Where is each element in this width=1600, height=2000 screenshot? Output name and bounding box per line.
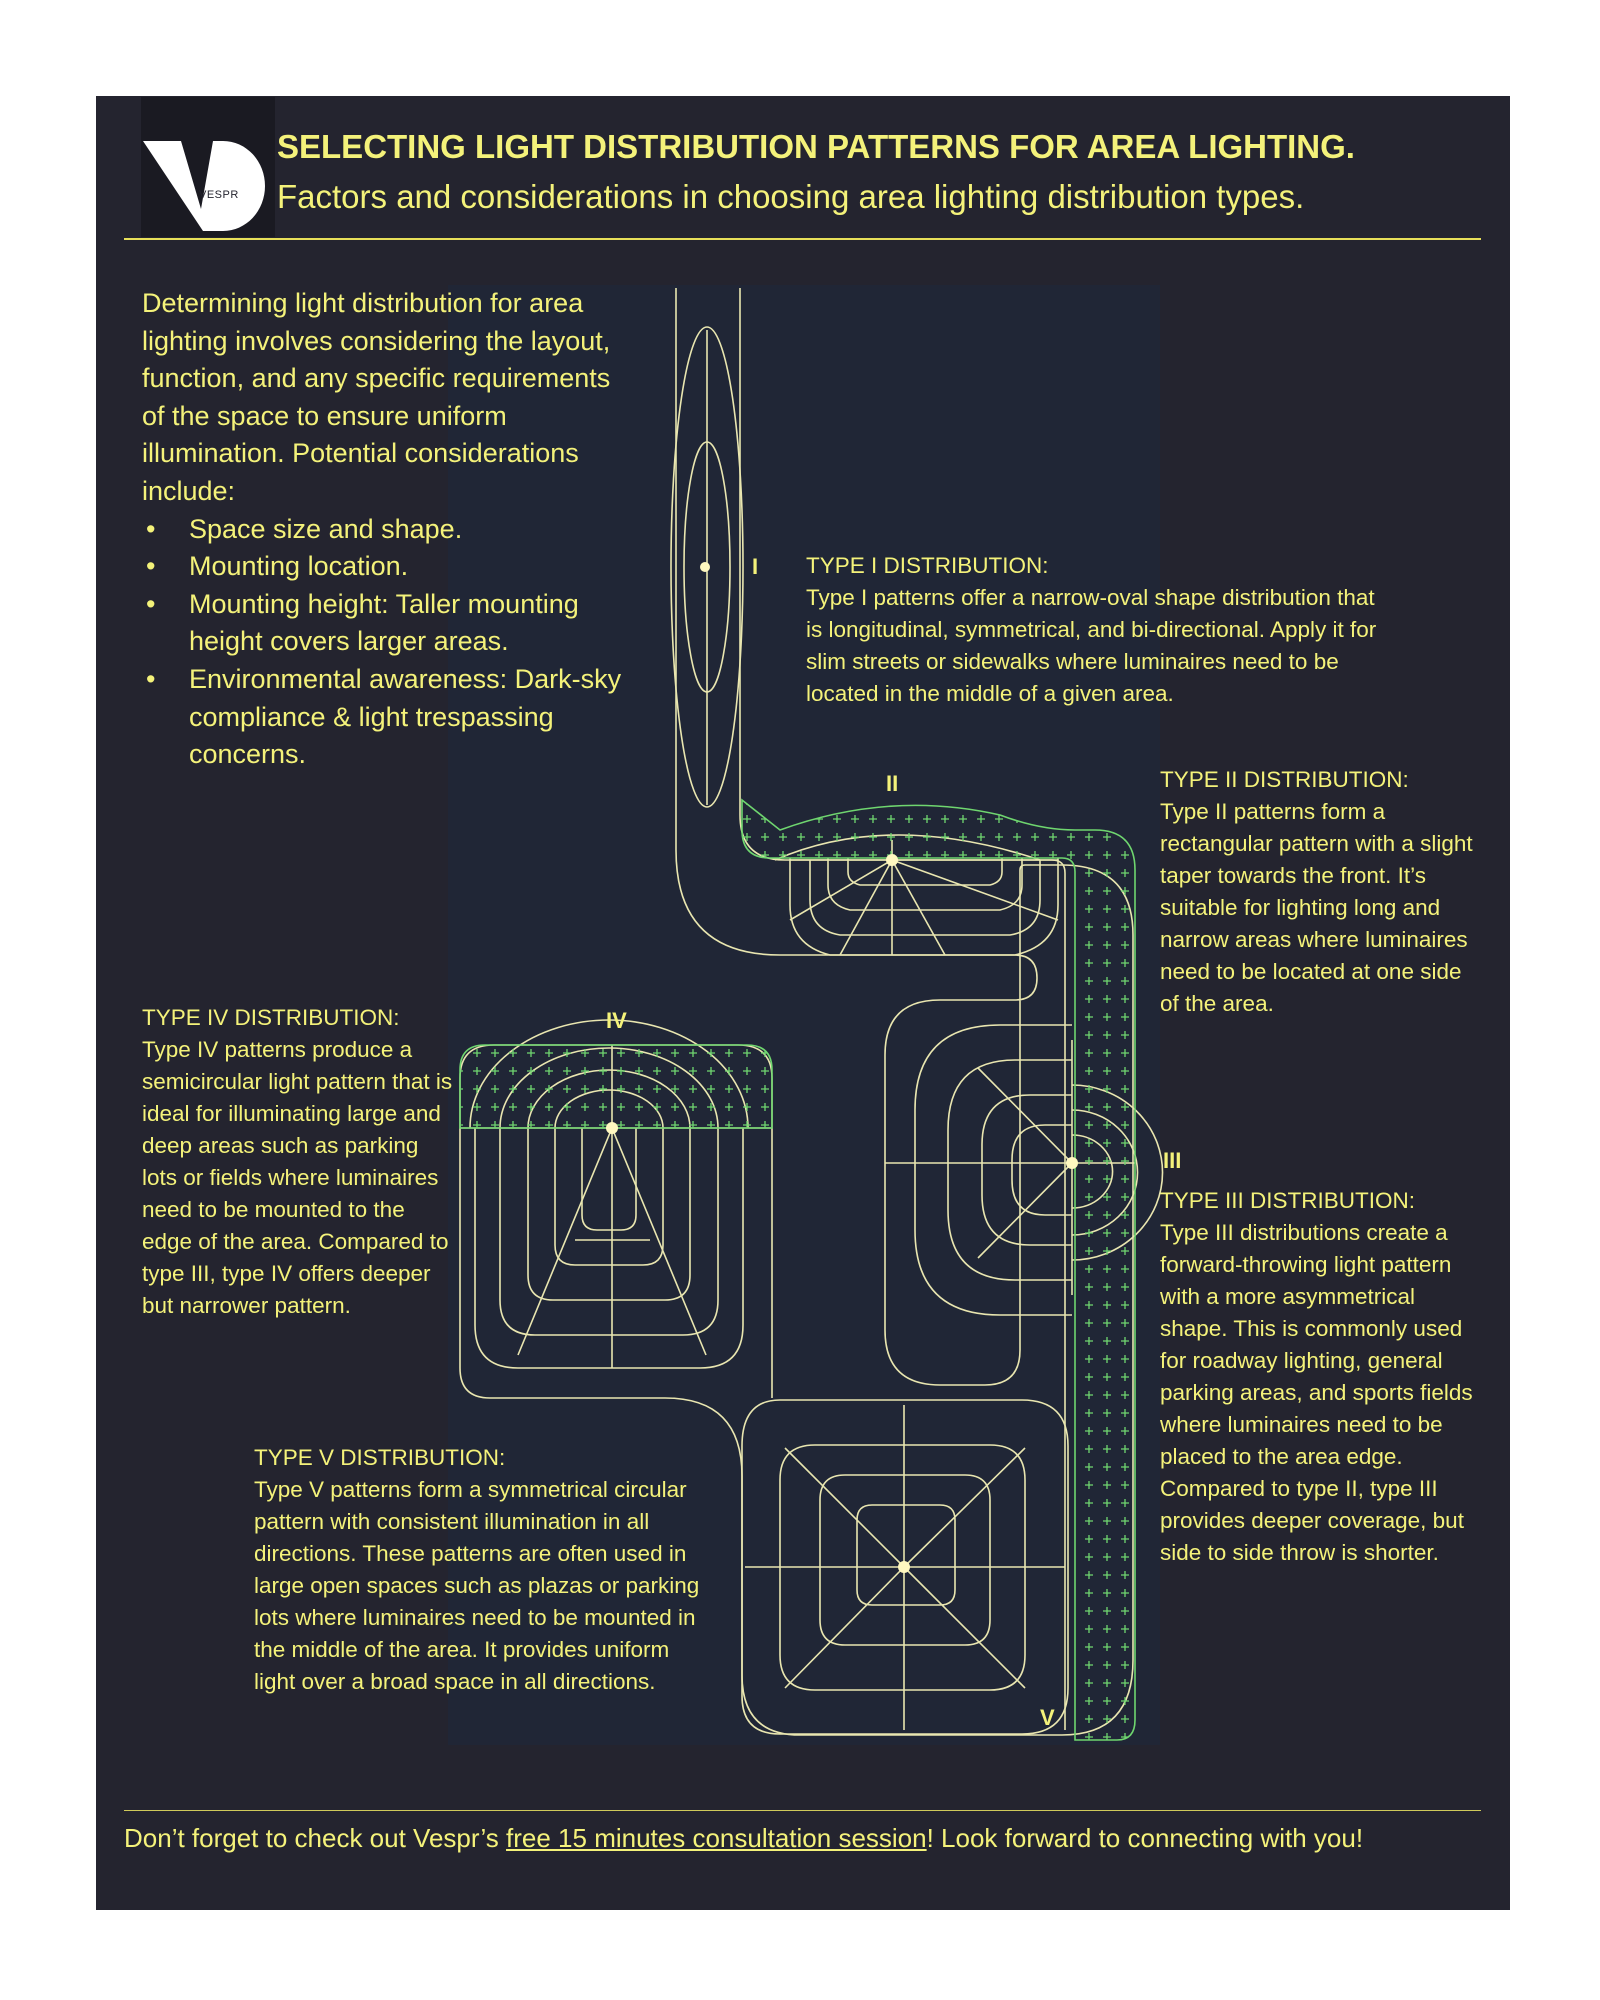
type4-spill-zone (459, 1044, 773, 1129)
type2-type3-spill-zone (741, 798, 1136, 1741)
footer-text-before: Don’t forget to check out Vespr’s (124, 1823, 507, 1853)
footer-text-after: ! Look forward to connecting with you! (926, 1823, 1364, 1853)
type1-label: I (752, 554, 759, 579)
type2-description: TYPE II DISTRIBUTION: Type II patterns f… (1160, 764, 1475, 1020)
type2-luminaire (886, 854, 898, 866)
vespr-logo: VESPR (141, 97, 275, 237)
header-divider (124, 238, 1481, 240)
type3-description: TYPE III DISTRIBUTION: Type III distribu… (1160, 1185, 1475, 1569)
type4-heading: TYPE IV DISTRIBUTION: (142, 1005, 400, 1030)
page-subtitle: Factors and considerations in choosing a… (277, 178, 1305, 215)
type5-luminaire (898, 1561, 910, 1573)
type2-label: II (886, 771, 899, 796)
type2-body: Type II patterns form a rectangular patt… (1160, 799, 1473, 1016)
type1-description: TYPE I DISTRIBUTION: Type I patterns off… (806, 550, 1396, 710)
type1-luminaire (700, 562, 710, 572)
list-item: •Mounting location. (146, 551, 409, 582)
intro-section: Determining light distribution for area … (142, 285, 622, 774)
type3-heading: TYPE III DISTRIBUTION: (1160, 1188, 1416, 1213)
diagram-panel (448, 285, 1160, 1745)
type1-heading: TYPE I DISTRIBUTION: (806, 553, 1049, 578)
type3-body: Type III distributions create a forward-… (1160, 1220, 1473, 1565)
type2-heading: TYPE II DISTRIBUTION: (1160, 767, 1409, 792)
footer: Don’t forget to check out Vespr’s free 1… (124, 1823, 1363, 1854)
type5-label: V (1040, 1705, 1055, 1730)
footer-divider (124, 1810, 1481, 1811)
type1-body: Type I patterns offer a narrow-oval shap… (806, 585, 1377, 706)
type1-oval-outer (670, 326, 744, 808)
consultation-link[interactable]: free 15 minutes consultation session (506, 1823, 927, 1853)
vespr-logo-mark (143, 141, 265, 231)
type5-body: Type V patterns form a symmetrical circu… (254, 1477, 700, 1694)
list-item: •Space size and shape. (146, 513, 463, 544)
type3-luminaire (1066, 1157, 1078, 1169)
considerations-list: •Space size and shape. •Mounting locatio… (142, 511, 622, 774)
type5-description: TYPE V DISTRIBUTION: Type V patterns for… (254, 1442, 714, 1698)
intro-paragraph: Determining light distribution for area … (142, 288, 611, 506)
type4-label: IV (606, 1008, 627, 1033)
type5-heading: TYPE V DISTRIBUTION: (254, 1445, 506, 1470)
type4-description: TYPE IV DISTRIBUTION: Type IV patterns p… (142, 1002, 457, 1322)
type4-body: Type IV patterns produce a semicircular … (142, 1037, 453, 1318)
list-item: •Environmental awareness: Dark-sky compl… (146, 663, 622, 770)
logo-text: VESPR (199, 189, 239, 201)
type4-luminaire (606, 1122, 618, 1134)
type3-label: III (1163, 1148, 1182, 1173)
page-title: SELECTING LIGHT DISTRIBUTION PATTERNS FO… (277, 128, 1355, 165)
list-item: •Mounting height: Taller mounting height… (146, 588, 579, 657)
